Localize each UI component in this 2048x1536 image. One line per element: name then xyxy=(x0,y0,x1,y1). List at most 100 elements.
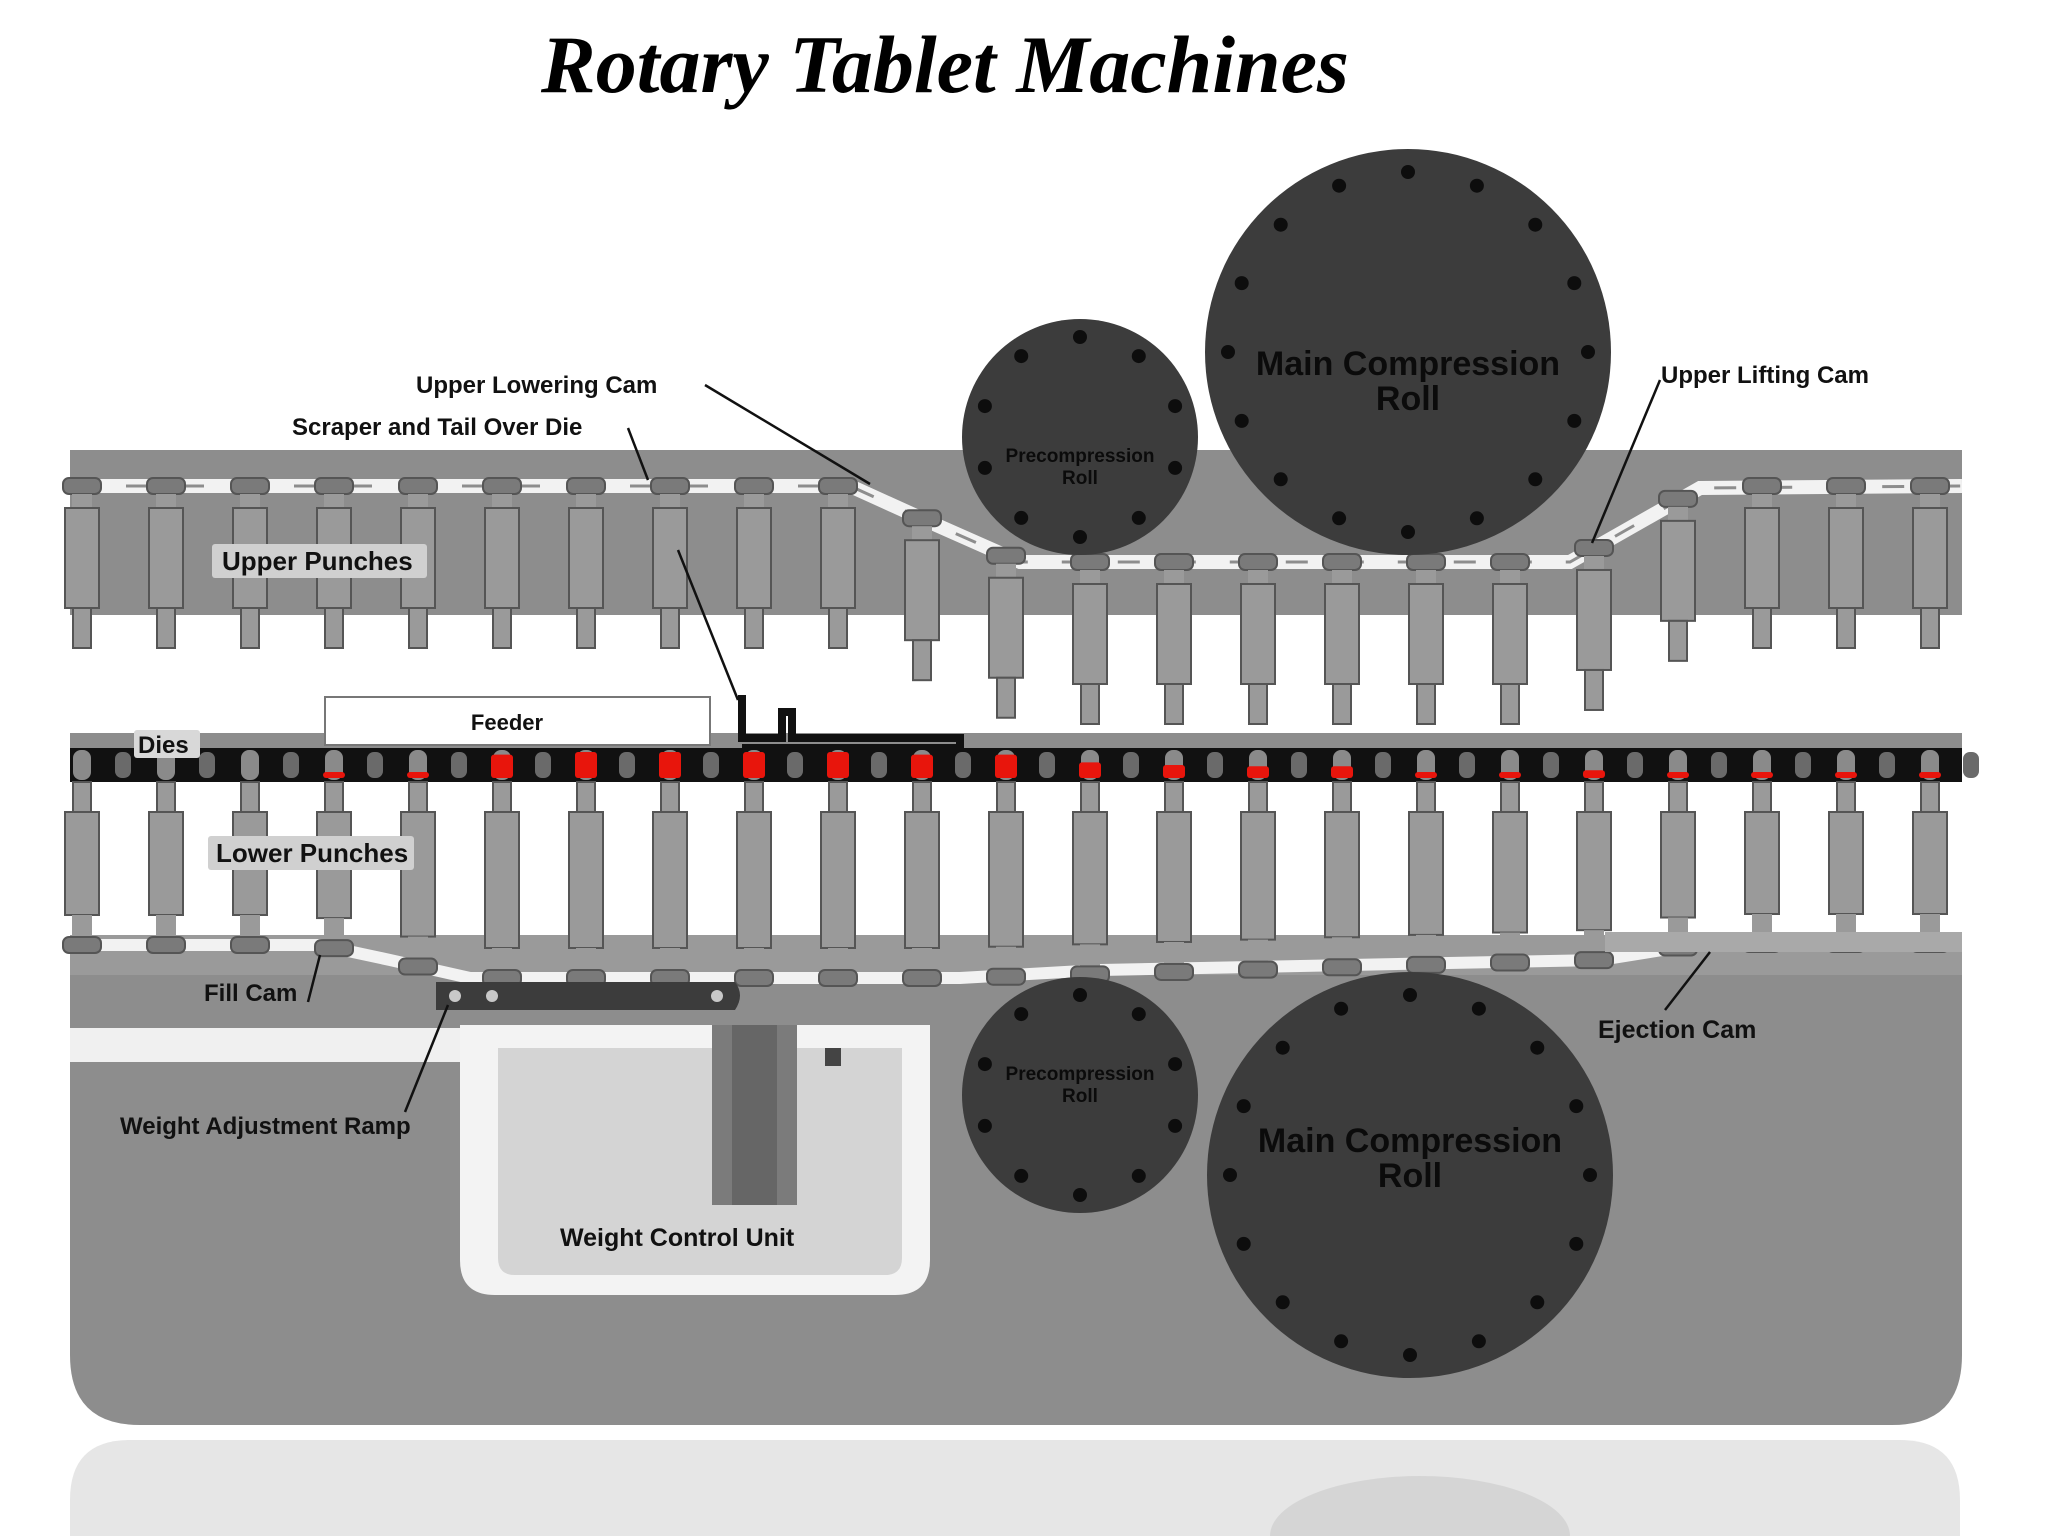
bolt xyxy=(1530,1040,1545,1055)
die xyxy=(1163,750,1223,780)
upper-punch xyxy=(1574,538,1614,711)
lower-punch xyxy=(1322,781,1362,977)
bolt xyxy=(1236,1236,1251,1251)
bolt xyxy=(1569,1099,1584,1114)
die xyxy=(1667,750,1727,780)
die xyxy=(1751,750,1811,780)
bolt xyxy=(1401,525,1415,539)
upper-punch xyxy=(1742,477,1782,649)
precompression-bottom-line1: Precompression xyxy=(1006,1064,1155,1085)
upper-punch xyxy=(1154,553,1194,725)
lower-punch xyxy=(62,781,102,954)
upper-punch xyxy=(1406,553,1446,725)
upper-punch xyxy=(146,477,186,649)
lower-punch xyxy=(902,781,942,987)
die xyxy=(1247,750,1307,780)
bolt xyxy=(1469,511,1484,526)
upper-lifting-cam-label: Upper Lifting Cam xyxy=(1661,362,1869,389)
feeder-label: Feeder xyxy=(471,710,544,735)
page-title: Rotary Tablet Machines xyxy=(541,19,1349,110)
bolt xyxy=(1334,1334,1349,1349)
bolt xyxy=(1014,510,1029,525)
die xyxy=(407,750,467,780)
die xyxy=(1835,750,1895,780)
bolt xyxy=(1469,178,1484,193)
upper-punch xyxy=(1658,489,1698,662)
die xyxy=(1919,750,1979,780)
bolt xyxy=(1234,276,1249,291)
upper-punch xyxy=(734,477,774,649)
die xyxy=(491,750,551,780)
precompression-bottom-line2: Roll xyxy=(1062,1086,1098,1107)
feeder: Feeder xyxy=(324,695,964,752)
bolt xyxy=(1275,1040,1290,1055)
upper-punch xyxy=(62,477,102,649)
upper-punch xyxy=(986,546,1026,719)
precompression-top-line1: Precompression xyxy=(1006,446,1155,467)
bolt xyxy=(1273,472,1288,487)
die xyxy=(1079,750,1139,780)
lower-punch xyxy=(986,781,1026,986)
die xyxy=(1583,750,1643,780)
bolt xyxy=(1403,1348,1417,1362)
die xyxy=(743,750,803,780)
bolt xyxy=(1334,1001,1349,1016)
bolt xyxy=(1073,988,1087,1002)
bolt xyxy=(977,1057,992,1072)
lower-punch xyxy=(650,781,690,987)
die xyxy=(827,750,887,780)
die xyxy=(1499,750,1559,780)
bolt xyxy=(1223,1168,1237,1182)
main-top-line1: Main Compression xyxy=(1256,345,1560,383)
weight-control-unit-label: Weight Control Unit xyxy=(560,1224,795,1252)
fill-cam-label: Fill Cam xyxy=(204,980,297,1007)
precompression-roll-top: Precompression Roll xyxy=(962,319,1198,555)
bolt xyxy=(1131,349,1146,364)
bolt xyxy=(1131,1007,1146,1022)
die xyxy=(323,750,383,780)
lower-punch xyxy=(398,781,438,976)
upper-lowering-cam-label: Upper Lowering Cam xyxy=(416,372,657,399)
upper-punch xyxy=(1910,477,1950,649)
lower-punch xyxy=(1154,781,1194,981)
upper-punch xyxy=(1238,553,1278,725)
lower-punch xyxy=(1070,781,1110,984)
bolt xyxy=(1401,165,1415,179)
main-bottom-line1: Main Compression xyxy=(1258,1122,1562,1160)
callouts: Upper Lowering Cam Scraper and Tail Over… xyxy=(120,362,1869,1252)
lower-punches-label: Lower Punches xyxy=(216,838,408,868)
reflection xyxy=(70,1440,1960,1536)
bolt xyxy=(1131,1168,1146,1183)
upper-punch xyxy=(482,477,522,649)
bolt xyxy=(1583,1168,1597,1182)
precompression-roll-bottom: Precompression Roll xyxy=(962,977,1198,1213)
bolt xyxy=(1014,349,1029,364)
bolt xyxy=(977,399,992,414)
bolt xyxy=(1567,276,1582,291)
lower-punch xyxy=(1574,781,1614,970)
bolt xyxy=(1221,345,1235,359)
bolt xyxy=(1581,345,1595,359)
bolt xyxy=(1528,472,1543,487)
bolt xyxy=(1168,1057,1183,1072)
lower-punches xyxy=(62,781,1950,987)
bolt xyxy=(1273,217,1288,232)
dies-label: Dies xyxy=(138,732,189,759)
bolt xyxy=(1528,217,1543,232)
die xyxy=(911,750,971,780)
bolt xyxy=(1073,530,1087,544)
upper-punch xyxy=(902,509,942,682)
scraper-label: Scraper and Tail Over Die xyxy=(292,414,582,441)
rolls: Precompression Roll Main Compression Rol… xyxy=(962,149,1613,1378)
bolt xyxy=(977,1118,992,1133)
die xyxy=(575,750,635,780)
lower-punch xyxy=(566,781,606,987)
precompression-top-line2: Roll xyxy=(1062,468,1098,489)
bolt xyxy=(1168,399,1183,414)
bolt xyxy=(1332,511,1347,526)
die xyxy=(659,750,719,780)
bolt xyxy=(1236,1099,1251,1114)
bolt xyxy=(1131,510,1146,525)
lower-punch xyxy=(146,781,186,954)
upper-punch xyxy=(650,477,690,649)
